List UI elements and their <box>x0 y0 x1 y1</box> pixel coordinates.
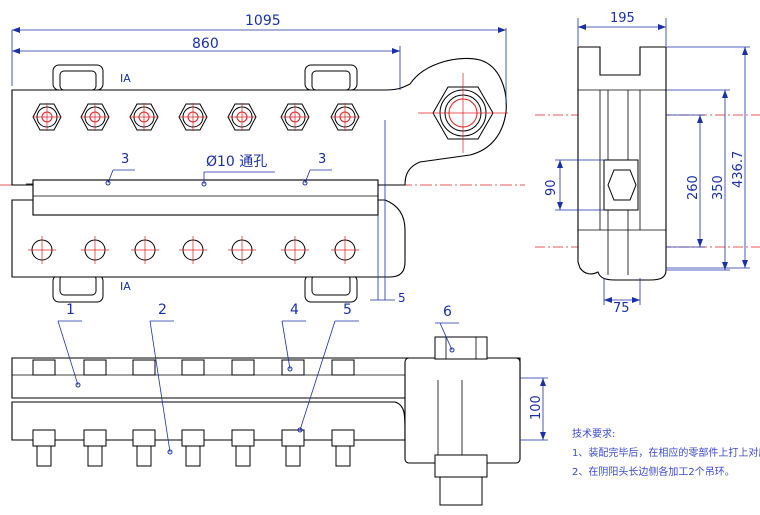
section-mark-top: IA <box>120 72 131 85</box>
lifting-handle-bottom-left <box>52 274 104 303</box>
dim-100-label: 100 <box>529 395 544 420</box>
lifting-handle-top-right <box>304 64 358 91</box>
dim-195-label: 195 <box>610 11 635 26</box>
lifting-handle-top-left <box>52 64 104 91</box>
upper-clamp-plate <box>11 57 507 186</box>
side-nut <box>607 169 637 201</box>
section-mark-bottom: IA <box>120 280 131 293</box>
dim-90-label: 90 <box>544 179 559 196</box>
dim-436-label: 436.7 <box>731 151 746 188</box>
pivot-nut <box>418 73 508 153</box>
hole-callout: Ø10 通孔 <box>206 154 267 170</box>
front-view: 100 1 2 4 5 6 <box>11 302 548 506</box>
front-pivot-body <box>404 357 521 464</box>
technical-notes: 技术要求: 1、装配完毕后，在相应的零部件上打上对应 2、在阴阳头长边侧各加工2… <box>572 427 760 478</box>
notes-line-2: 2、在阴阳头长边侧各加工2个吊环。 <box>572 465 735 478</box>
part-3-left: 3 <box>121 152 129 167</box>
dim-860-label: 860 <box>192 36 219 52</box>
part-1: 1 <box>66 302 75 318</box>
dim-75-label: 75 <box>613 301 630 316</box>
part-2: 2 <box>158 302 167 318</box>
dim-5-label: 5 <box>398 291 406 305</box>
dim-1095-label: 1095 <box>245 13 281 29</box>
top-view: 1095 860 5 IA IA Ø10 通孔 3 3 <box>0 13 525 305</box>
notes-line-1: 1、装配完毕后，在相应的零部件上打上对应 <box>572 446 760 459</box>
front-bolt-row-bottom <box>32 429 355 467</box>
upper-nut-row <box>32 103 360 131</box>
notes-title: 技术要求: <box>572 427 615 440</box>
part-6: 6 <box>443 304 452 320</box>
part-5: 5 <box>343 302 352 318</box>
dim-1095: 1095 <box>11 13 507 105</box>
part-3-right: 3 <box>318 152 326 167</box>
dim-860: 860 <box>12 36 401 90</box>
lower-clamp-plate <box>11 199 406 278</box>
part-4: 4 <box>290 302 299 318</box>
front-nut-row-top <box>32 359 355 376</box>
lifting-handle-bottom-right <box>304 274 358 303</box>
side-view: 195 90 260 350 436.7 75 <box>535 11 760 316</box>
lower-hole-row <box>28 236 359 264</box>
dim-350-label: 350 <box>711 175 726 200</box>
dim-260-label: 260 <box>686 175 701 200</box>
